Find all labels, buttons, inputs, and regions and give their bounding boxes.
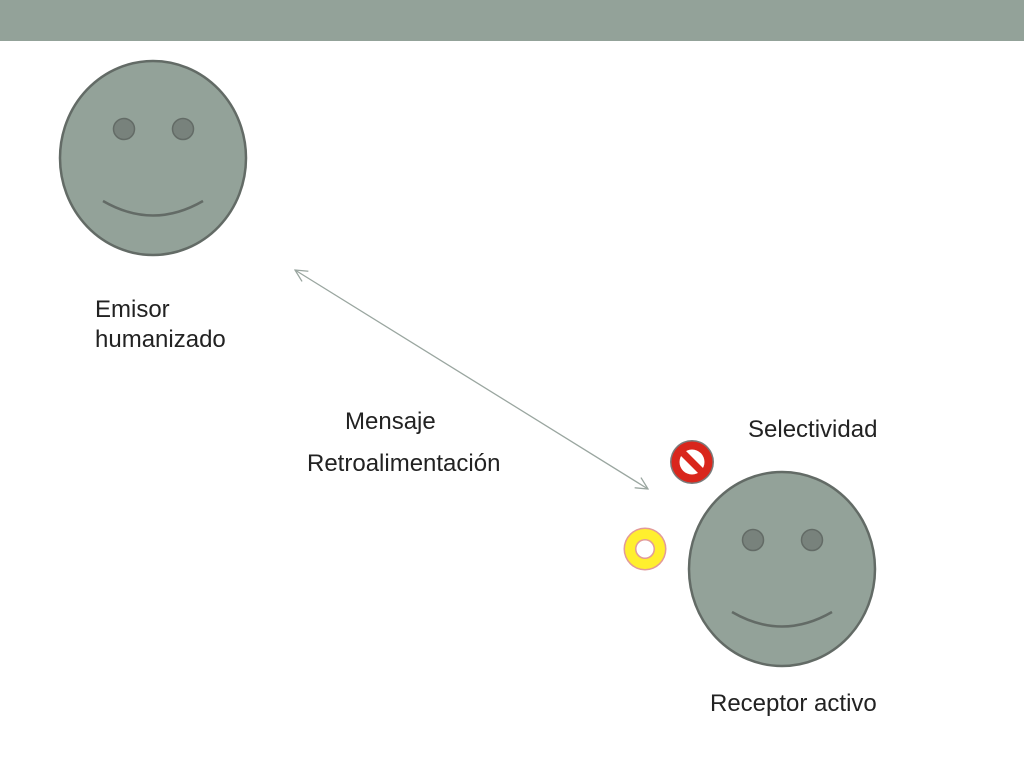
message-label: Mensaje	[345, 408, 436, 435]
emisor-label-line2: humanizado	[95, 326, 226, 353]
emisor-face-icon	[58, 59, 248, 257]
message-feedback-arrow	[295, 270, 648, 489]
receptor-face-icon	[687, 470, 877, 668]
emisor-left-eye	[112, 117, 136, 141]
receptor-left-eye	[741, 528, 765, 552]
emisor-mouth	[102, 199, 204, 217]
selectivity-label: Selectividad	[748, 416, 878, 443]
emisor-label-line1: Emisor	[95, 296, 170, 323]
prohibit-icon	[670, 440, 714, 484]
emisor-right-eye	[171, 117, 195, 141]
donut-ring-icon	[623, 527, 667, 571]
receptor-label: Receptor activo	[710, 690, 877, 717]
emisor-label: Emisor humanizado	[95, 295, 226, 355]
receptor-right-eye	[800, 528, 824, 552]
top-bar	[0, 0, 1024, 41]
receptor-mouth	[731, 610, 833, 628]
feedback-label: Retroalimentación	[307, 450, 501, 477]
